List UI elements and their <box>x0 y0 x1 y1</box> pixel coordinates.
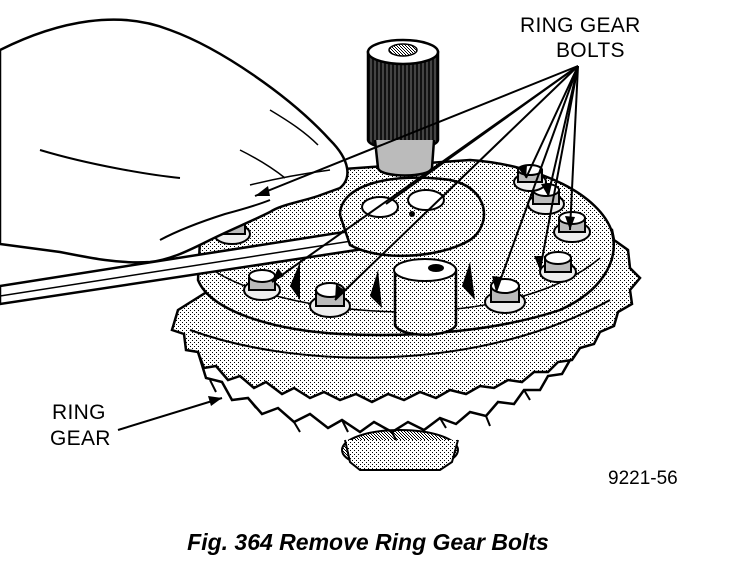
hand <box>0 18 349 264</box>
bolts-leader-lines <box>254 65 579 301</box>
bolt <box>243 269 281 301</box>
bolt <box>484 278 526 314</box>
figure-caption: Fig. 364 Remove Ring Gear Bolts <box>187 529 549 555</box>
bolt <box>309 282 351 318</box>
bolt <box>539 251 577 283</box>
pinion-gear <box>341 429 459 471</box>
ring-gear-leader <box>117 396 223 431</box>
ring-gear-label-line1: RING <box>52 401 106 424</box>
ring-gear-bolts-label-line1: RING GEAR <box>520 14 641 37</box>
ring-gear-label-line2: GEAR <box>50 427 111 450</box>
ratchet-wrench <box>0 176 486 306</box>
socket-extension <box>366 38 440 177</box>
figure-number: 9221-56 <box>608 468 678 489</box>
bolt <box>553 211 591 243</box>
case-hub <box>290 258 475 336</box>
bolts-leader-arrowheads <box>255 165 575 300</box>
ring-gear-bolts-label-line2: BOLTS <box>556 39 625 62</box>
